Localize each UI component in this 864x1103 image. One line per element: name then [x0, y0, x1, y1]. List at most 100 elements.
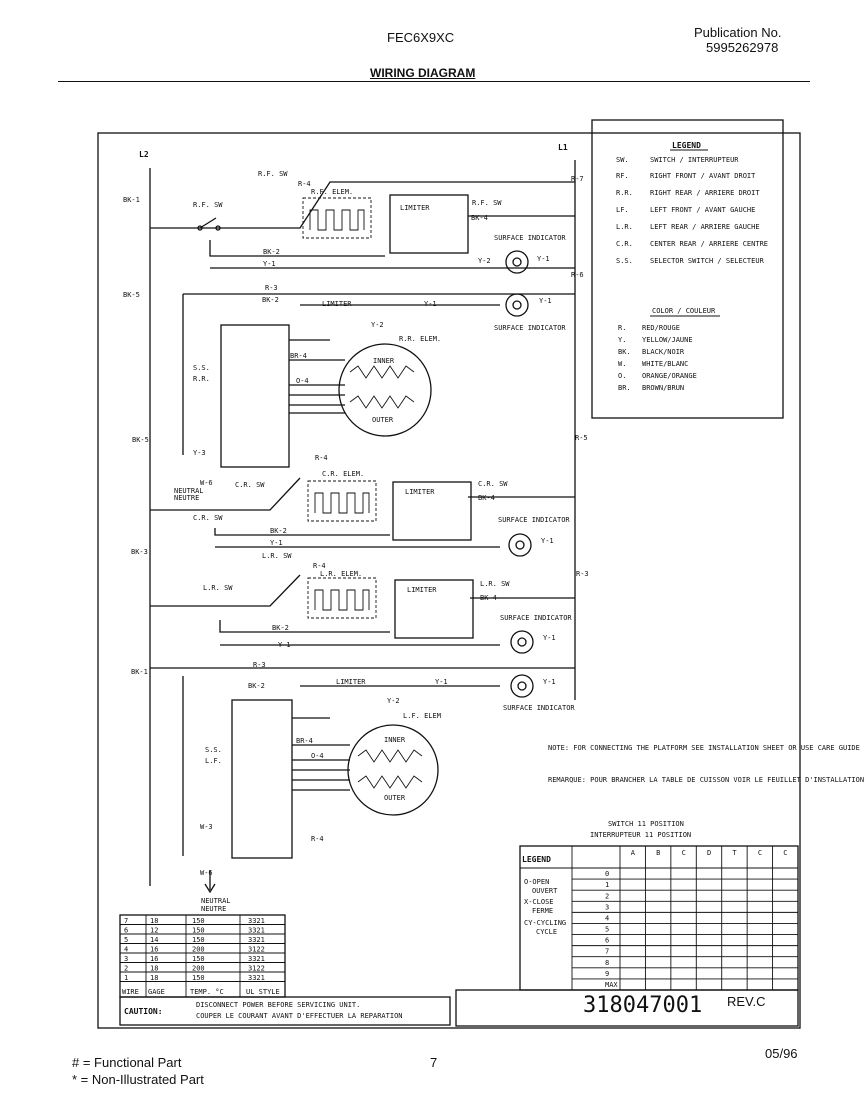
rf-sw-right-label: R.F. SW — [472, 199, 502, 207]
legend-val-0: SWITCH / INTERRUPTEUR — [650, 156, 739, 164]
switch-legend-label: LEGEND — [522, 855, 551, 864]
cr-sw-top-label: C.R. SW — [235, 481, 265, 489]
r6-label: R-6 — [571, 271, 584, 279]
y2-label-lf: Y-2 — [387, 697, 400, 705]
color-val-3: WHITE/BLANC — [642, 360, 688, 368]
header-rule — [58, 81, 810, 82]
footer-functional: # = Functional Part — [72, 1055, 182, 1070]
wire-cell-2-1: 14 — [150, 936, 158, 944]
rf-surface-indicator — [505, 250, 529, 274]
switch-row-5: 5 — [605, 926, 609, 934]
lf-limiter-label: LIMITER — [336, 678, 366, 686]
svg-text:O-OPEN: O-OPEN — [524, 878, 549, 886]
br4-label-rr: BR-4 — [290, 352, 307, 360]
switch-col-3: D — [707, 849, 711, 857]
footer-date: 05/96 — [765, 1046, 798, 1061]
wire-cell-4-3: 3321 — [248, 955, 265, 963]
color-val-2: BLACK/NOIR — [642, 348, 685, 356]
wire-cell-1-0: 6 — [124, 927, 128, 935]
wire-footer-1: GAGE — [148, 988, 165, 996]
cr-elem-label: C.R. ELEM. — [322, 470, 364, 478]
wire-cell-6-0: 1 — [124, 974, 128, 982]
lf-indicator-label: SURFACE INDICATOR — [503, 704, 575, 712]
switch-row-4: 4 — [605, 914, 609, 922]
caution-text-fr: COUPER LE COURANT AVANT D'EFFECTUER LA R… — [196, 1012, 403, 1020]
o4-label-rr: O-4 — [296, 377, 309, 385]
bk2-label-lf: BK-2 — [248, 682, 265, 690]
wire-cell-6-1: 18 — [150, 974, 158, 982]
color-key-5: BR. — [618, 384, 631, 392]
svg-text:OUVERT: OUVERT — [532, 887, 558, 895]
legend-val-2: RIGHT REAR / ARRIERE DROIT — [650, 189, 760, 197]
rr-elem-label: R.R. ELEM. — [399, 335, 441, 343]
cr-sw-right-label: C.R. SW — [478, 480, 508, 488]
neutral-label-rr: NEUTRAL — [174, 487, 204, 495]
svg-text:X-CLOSE: X-CLOSE — [524, 898, 554, 906]
color-key-3: W. — [618, 360, 626, 368]
bk5-label: BK-5 — [123, 291, 140, 299]
switch-row-7: 7 — [605, 948, 609, 956]
y3-label: Y-3 — [193, 449, 206, 457]
wire-cell-5-0: 2 — [124, 965, 128, 973]
legend-box — [591, 119, 784, 419]
w6-label-lf: W-6 — [200, 869, 213, 877]
legend-val-6: SELECTOR SWITCH / SELECTEUR — [650, 257, 765, 265]
svg-text:CY-CYCLING: CY-CYCLING — [524, 919, 566, 927]
switch-row-3: 3 — [605, 903, 609, 911]
rf-sw-top-label: R.F. SW — [258, 170, 288, 178]
model-number: FEC6X9XC — [387, 30, 455, 45]
lr-element — [307, 577, 377, 619]
svg-text:FERME: FERME — [532, 907, 553, 915]
switch-row-6: 6 — [605, 937, 609, 945]
switch-col-6: C — [783, 849, 787, 857]
wire-cell-4-1: 16 — [150, 955, 158, 963]
cr-element — [307, 480, 377, 522]
legend-key-4: L.R. — [616, 223, 633, 231]
revision: REV.C — [727, 994, 766, 1009]
legend-val-5: CENTER REAR / ARRIERE CENTRE — [650, 240, 768, 248]
wire-cell-1-2: 150 — [192, 927, 205, 935]
lf-elem-label: L.F. ELEM — [403, 712, 441, 720]
wire-cell-1-3: 3321 — [248, 927, 265, 935]
lf-selector-label-2: L.F. — [205, 757, 222, 765]
y1-label-lr: Y-1 — [278, 641, 291, 649]
switch-row-9: 9 — [605, 970, 609, 978]
part-number-box — [455, 989, 799, 1027]
switch-row-8: 8 — [605, 959, 609, 967]
y1-label-rf: Y-1 — [263, 260, 276, 268]
caution-text-en: DISCONNECT POWER BEFORE SERVICING UNIT. — [196, 1001, 360, 1009]
rr-element — [338, 343, 432, 437]
wire-footer-0: WIRE — [122, 988, 139, 996]
switch-title-fr: INTERRUPTEUR 11 POSITION — [590, 831, 691, 839]
cr-indicator-label: SURFACE INDICATOR — [498, 516, 570, 524]
rr-selector-label-1: S.S. — [193, 364, 210, 372]
bk2-label-cr: BK-2 — [270, 527, 287, 535]
r4-label-lf: R-4 — [311, 835, 324, 843]
br4-label-lf: BR-4 — [296, 737, 313, 745]
diagram-border — [97, 132, 801, 1029]
legend-val-3: LEFT FRONT / AVANT GAUCHE — [650, 206, 755, 214]
y1-label-rf2: Y-1 — [537, 255, 550, 263]
svg-text:NEUTRE: NEUTRE — [174, 494, 199, 502]
bk1-label: BK-1 — [123, 196, 140, 204]
caution-label: CAUTION: — [124, 1007, 163, 1016]
svg-text:CYCLE: CYCLE — [536, 928, 557, 936]
wire-cell-0-1: 18 — [150, 917, 158, 925]
rf-element — [302, 197, 372, 239]
wire-cell-3-3: 3122 — [248, 946, 265, 954]
wire-cell-2-3: 3321 — [248, 936, 265, 944]
lr-sw-right-label: L.R. SW — [480, 580, 510, 588]
cr-surface-indicator — [508, 533, 532, 557]
color-val-1: YELLOW/JAUNE — [642, 336, 693, 344]
bk4-label-cr: BK-4 — [478, 494, 495, 502]
legend-key-0: SW. — [616, 156, 629, 164]
rr-indicator-label: SURFACE INDICATOR — [494, 324, 566, 332]
wire-cell-0-0: 7 — [124, 917, 128, 925]
rf-sw-label: R.F. SW — [193, 201, 223, 209]
legend-entries: SW. SWITCH / INTERRUPTEUR RF. RIGHT FRON… — [616, 156, 768, 265]
wire-cell-2-2: 150 — [192, 936, 205, 944]
r4-label-lr: R-4 — [313, 562, 326, 570]
switch-row-2: 2 — [605, 892, 609, 900]
lr-sw-label: L.R. SW — [203, 584, 233, 592]
